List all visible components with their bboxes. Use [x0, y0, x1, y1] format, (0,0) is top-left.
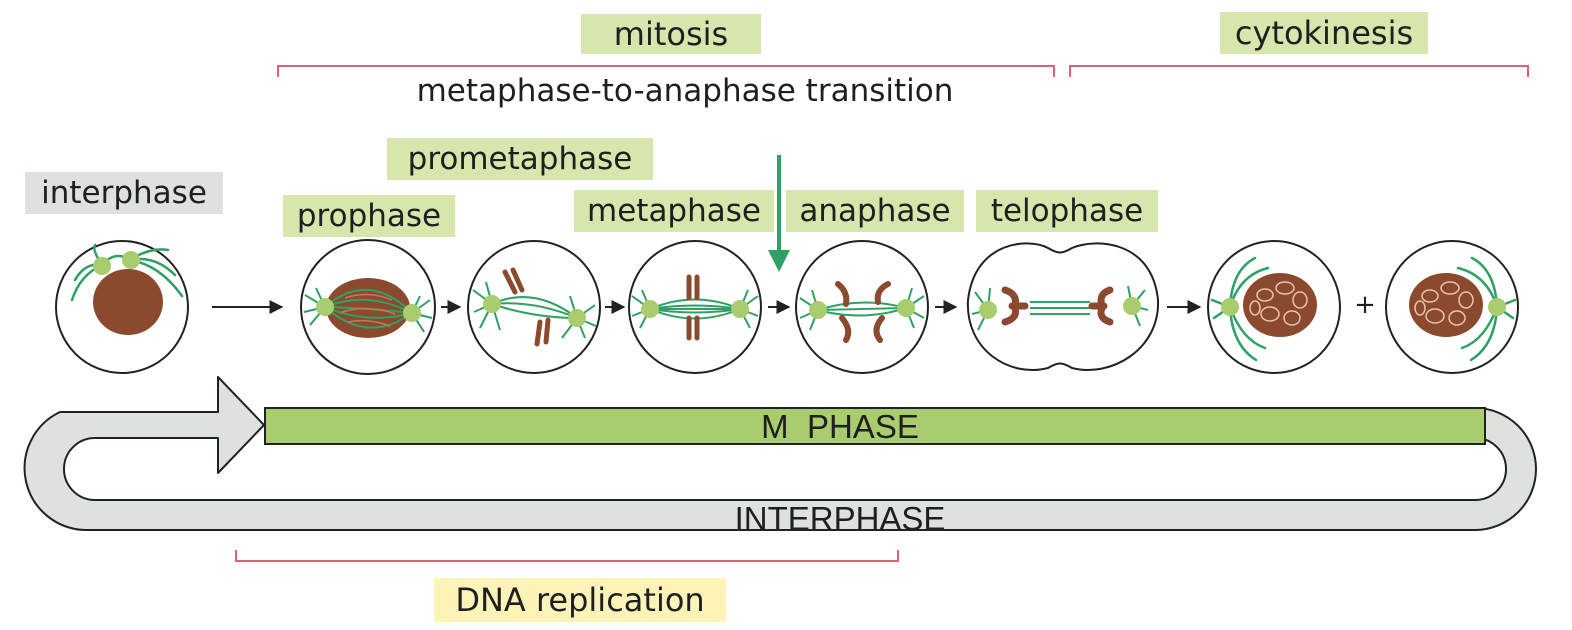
plus-sign: + — [1354, 290, 1376, 320]
mitosis-bracket — [277, 65, 1055, 77]
cytokinesis-bracket — [1069, 65, 1529, 77]
cell-telophase — [966, 242, 1160, 371]
cytokinesis-label: cytokinesis — [1220, 12, 1428, 54]
cell-prophase — [300, 239, 436, 375]
transition-label: metaphase-to-anaphase transition — [416, 73, 954, 109]
interphase-stage-label: interphase — [25, 172, 223, 214]
dna-replication-label: DNA replication — [434, 578, 726, 622]
cell-prometaphase — [467, 240, 601, 374]
telophase-label: telophase — [976, 190, 1158, 232]
transition-arrowhead — [768, 250, 790, 272]
metaphase-label: metaphase — [574, 190, 774, 232]
mitosis-label: mitosis — [581, 14, 761, 54]
prometaphase-label: prometaphase — [387, 138, 653, 180]
interphase-loop — [23, 376, 1537, 531]
cell-metaphase — [628, 240, 762, 374]
interphase-cycle-label: INTERPHASE — [734, 500, 946, 537]
m-phase-bar — [264, 407, 1486, 445]
cell-daughter-1 — [1207, 240, 1341, 374]
cell-daughter-2 — [1385, 240, 1519, 374]
anaphase-label: anaphase — [786, 190, 964, 232]
m-phase-label: M PHASE — [761, 408, 919, 445]
cell-interphase — [55, 240, 189, 374]
cell-anaphase — [795, 240, 929, 374]
dna-replication-bracket — [235, 550, 899, 562]
prophase-label: prophase — [283, 195, 455, 237]
